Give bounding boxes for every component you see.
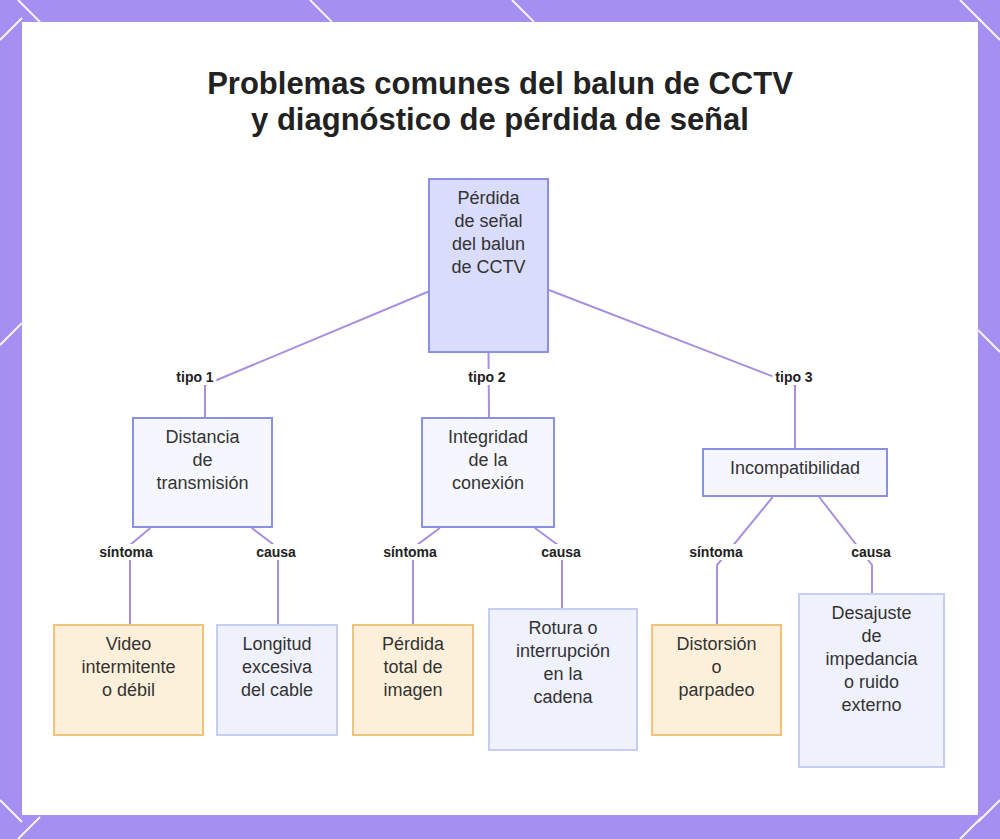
frame-panel [22,22,978,815]
connector-line [717,497,773,624]
edge-label: causa [538,544,584,560]
corner-line [0,18,22,40]
category-box: Integridad de la conexión [421,417,555,528]
symptom-box: Video intermitente o débil [53,624,204,736]
edge-label: síntoma [686,544,746,560]
node-text: Incompatibilidad [730,457,860,480]
cause-box: Longitud excesiva del cable [216,624,338,736]
corner-line [512,0,534,22]
node-text: Pérdida de señal del balun de CCTV [446,187,531,279]
corner-line [0,323,22,345]
node-text: Desajuste de impedancia o ruido externo [822,602,922,717]
node-text: Rotura o interrupción en la cadena [513,617,613,709]
node-text: Distorsión o parpadeo [674,633,759,702]
connector-line [549,290,795,448]
edge-label: causa [848,544,894,560]
node-text: Distancia de transmisión [155,426,250,495]
node-text: Integridad de la conexión [438,426,538,495]
corner-line [18,0,40,22]
corner-line [978,18,1000,40]
cause-box: Rotura o interrupción en la cadena [488,608,638,751]
root-box: Pérdida de señal del balun de CCTV [428,178,549,353]
category-box: Incompatibilidad [702,448,888,497]
node-text: Pérdida total de imagen [366,633,461,702]
corner-line [0,800,22,822]
edge-label: síntoma [96,544,156,560]
edge-label: tipo 2 [465,369,508,385]
category-box: Distancia de transmisión [132,417,273,528]
connector-line [535,528,562,608]
corner-line [18,817,40,839]
node-text: Video intermitente o débil [79,633,179,702]
symptom-box: Distorsión o parpadeo [651,624,782,736]
diagram-title: Problemas comunes del balun de CCTV y di… [195,66,805,138]
edge-label: causa [253,544,299,560]
connector-line [413,528,440,624]
edge-label: síntoma [380,544,440,560]
corner-line [978,800,1000,822]
cause-box: Desajuste de impedancia o ruido externo [798,593,945,768]
connector-line [130,528,150,624]
connector-line [205,292,428,417]
symptom-box: Pérdida total de imagen [352,624,474,736]
edge-label: tipo 3 [772,369,815,385]
node-text: Longitud excesiva del cable [230,633,325,702]
corner-line [978,330,1000,352]
corner-line [310,0,332,22]
connector-line [488,353,491,417]
connector-line [252,528,278,624]
edge-label: tipo 1 [173,369,216,385]
